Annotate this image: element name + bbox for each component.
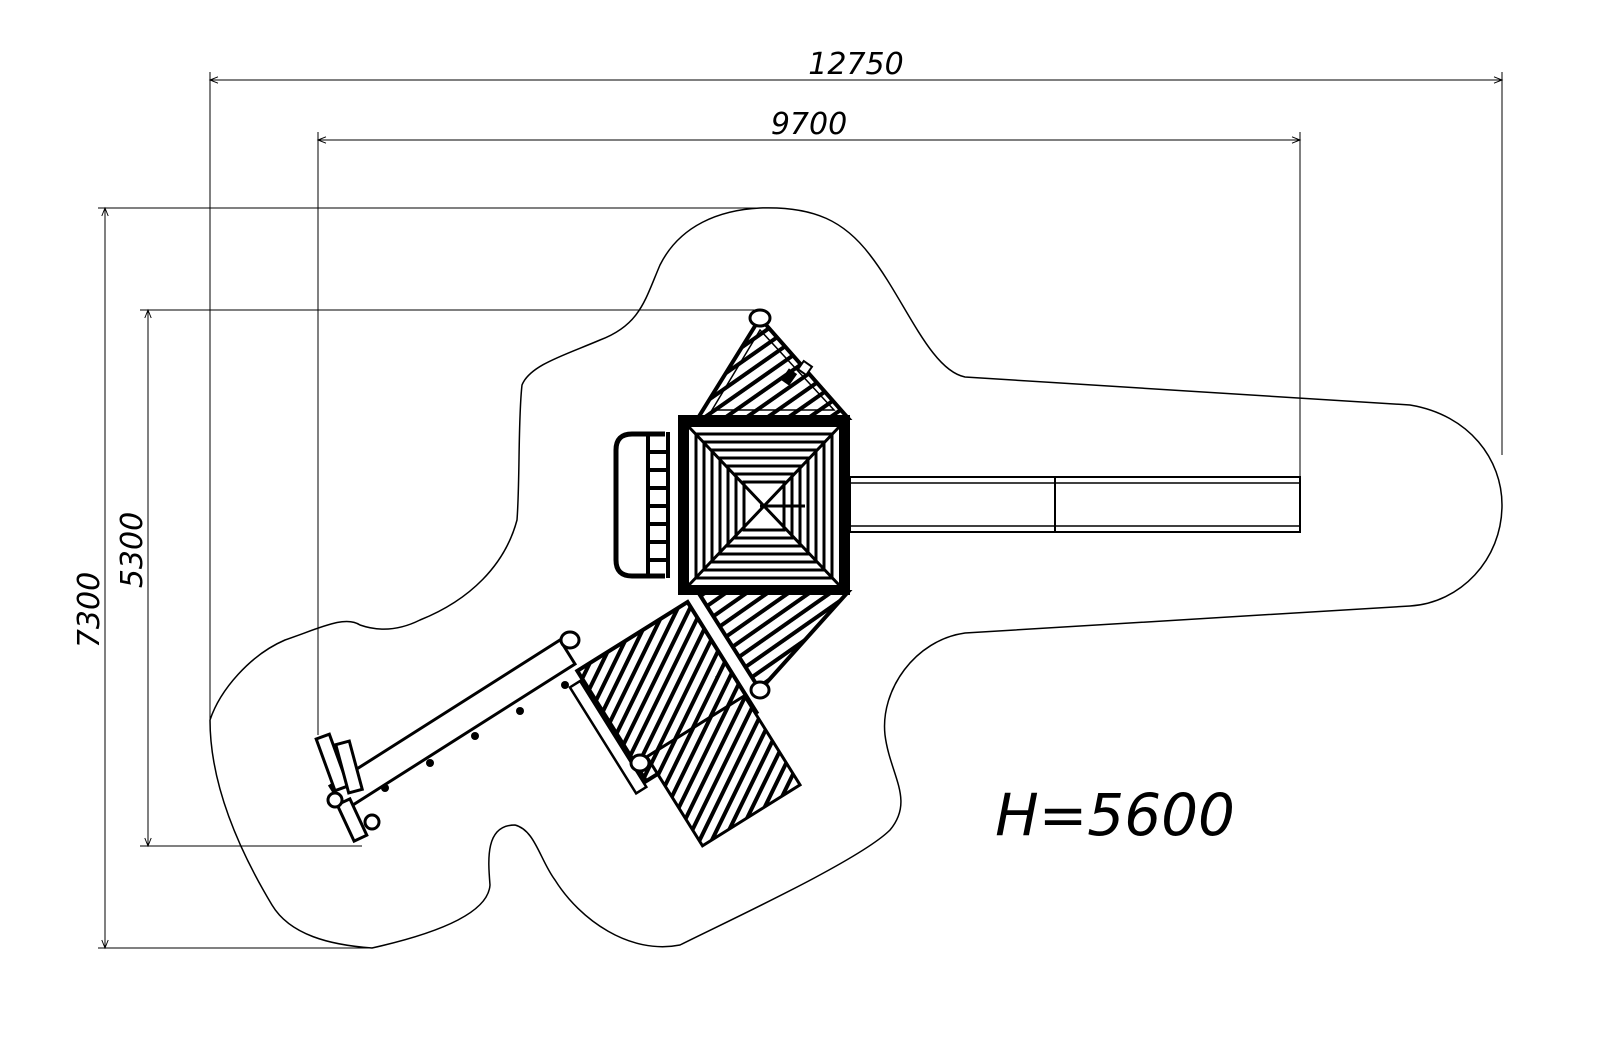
- dimension-inner-width: 9700: [316, 107, 1302, 144]
- safety-zone-outline: [209, 207, 1503, 949]
- dimension-inner-depth: 5300: [115, 308, 152, 848]
- dimension-overall-depth: 7300: [72, 206, 109, 950]
- extension-lines: [98, 72, 1503, 949]
- dimension-label: 9700: [771, 107, 847, 142]
- height-label: H=5600: [995, 781, 1235, 849]
- climbing-ladder: [613, 431, 670, 579]
- slide: [849, 476, 1301, 533]
- dimension-label: 7300: [72, 572, 107, 648]
- dimension-label: 5300: [115, 512, 150, 588]
- tower-roof: [678, 415, 850, 595]
- balance-beam: [314, 630, 581, 844]
- post: [629, 753, 651, 773]
- triangular-deck-top: [694, 308, 853, 420]
- steps: [644, 693, 803, 848]
- dimension-overall-width: 12750: [208, 47, 1504, 84]
- dimension-label: 12750: [808, 47, 903, 82]
